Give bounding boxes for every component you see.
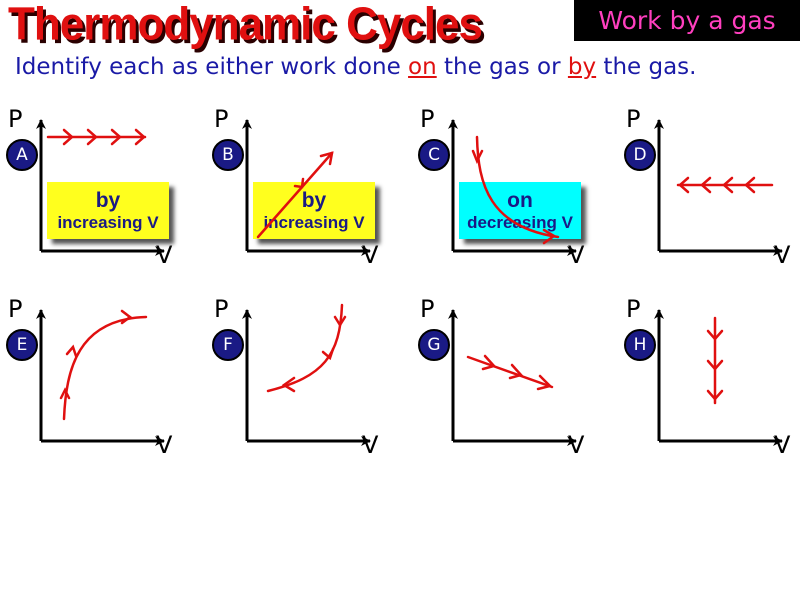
pv-panel-d: P V D <box>624 107 800 285</box>
p-axis-label: P <box>8 105 23 133</box>
pv-panel-g: P V G <box>418 297 600 475</box>
pv-graph-f <box>242 303 371 446</box>
answer-word: on <box>507 188 533 212</box>
pv-graph-g <box>448 309 577 446</box>
pv-graph-d <box>654 119 783 256</box>
pv-panel-f: P V F <box>212 297 394 475</box>
p-axis-label: P <box>214 295 229 323</box>
v-axis-label: V <box>774 241 791 269</box>
pv-panel-e: P V E <box>6 297 188 475</box>
v-axis-label: V <box>156 431 173 459</box>
pv-graph-h <box>654 309 783 446</box>
answer-detail: increasing V <box>57 212 159 232</box>
panel-badge: G <box>418 329 450 361</box>
p-axis-label: P <box>626 105 641 133</box>
answer-detail: decreasing V <box>467 212 573 232</box>
p-axis-label: P <box>626 295 641 323</box>
process-arrows <box>676 176 774 194</box>
process-arrows <box>266 303 347 393</box>
panel-badge: E <box>6 329 38 361</box>
instruction-after: the gas. <box>596 54 697 80</box>
instruction-on-word: on <box>408 54 437 80</box>
v-axis-label: V <box>362 241 379 269</box>
instruction-by-word: by <box>567 54 597 80</box>
answer-box: by increasing V <box>47 182 169 239</box>
panel-badge: F <box>212 329 244 361</box>
v-axis-label: V <box>362 431 379 459</box>
instruction-before: Identify each as either work done <box>15 54 409 80</box>
slide-tag: Work by a gas <box>574 0 800 41</box>
answer-box: by increasing V <box>253 182 375 239</box>
process-arrows <box>706 316 724 405</box>
answer-word: by <box>95 188 121 212</box>
p-axis-label: P <box>420 105 435 133</box>
slide-title: Thermodynamic Cycles <box>8 0 483 51</box>
pv-graph-e <box>36 309 165 446</box>
instruction-middle: the gas or <box>436 54 568 80</box>
instruction-text: Identify each as either work done on the… <box>15 54 696 80</box>
v-axis-label: V <box>774 431 791 459</box>
answer-detail: increasing V <box>263 212 365 232</box>
v-axis-label: V <box>568 241 585 269</box>
panel-badge: D <box>624 139 656 171</box>
answer-box: on decreasing V <box>459 182 581 239</box>
v-axis-label: V <box>156 241 173 269</box>
panel-badge: H <box>624 329 656 361</box>
pv-graph-c <box>448 119 577 256</box>
pv-panel-c: P V C on decreasing V <box>418 107 600 285</box>
p-axis-label: P <box>8 295 23 323</box>
process-arrows <box>466 354 554 391</box>
panel-badge: A <box>6 139 38 171</box>
pv-graph-b <box>242 119 371 256</box>
panel-badge: C <box>418 139 450 171</box>
pv-graph-a <box>36 119 165 256</box>
p-axis-label: P <box>420 295 435 323</box>
pv-panel-h: P V H <box>624 297 800 475</box>
pv-panel-a: P V A by increasing V <box>6 107 188 285</box>
v-axis-label: V <box>568 431 585 459</box>
process-arrows <box>59 309 148 421</box>
pv-panel-b: P V B by increasing V <box>212 107 394 285</box>
panel-badge: B <box>212 139 244 171</box>
process-arrows <box>46 128 147 146</box>
answer-word: by <box>301 188 327 212</box>
p-axis-label: P <box>214 105 229 133</box>
